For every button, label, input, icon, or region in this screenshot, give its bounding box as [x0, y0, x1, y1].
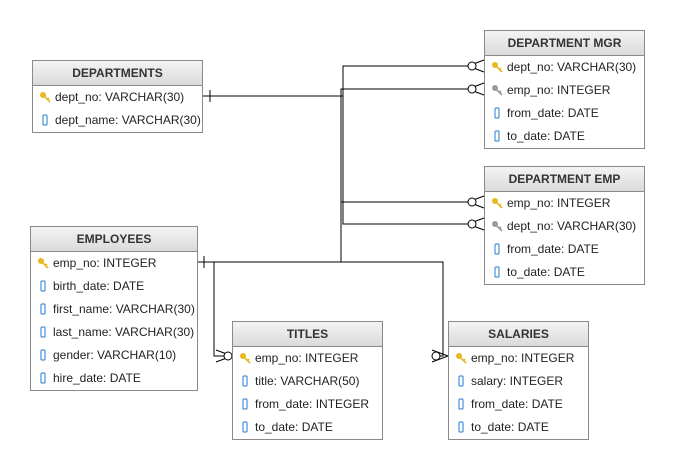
column-row[interactable]: first_name: VARCHAR(30)	[31, 298, 197, 321]
column-label: birth_date: DATE	[53, 279, 145, 293]
column-row[interactable]: emp_no: INTEGER	[31, 252, 197, 275]
table-employees[interactable]: EMPLOYEES emp_no: INTEGER birth_date: DAT…	[30, 226, 198, 391]
column-label: dept_name: VARCHAR(30)	[55, 113, 201, 127]
column-row[interactable]: to_date: DATE	[485, 125, 644, 148]
column-icon	[491, 130, 503, 142]
column-row[interactable]: hire_date: DATE	[31, 367, 197, 390]
table-salaries[interactable]: SALARIES emp_no: INTEGER salary: INTEGER f…	[448, 321, 589, 440]
column-icon	[37, 349, 49, 361]
table-department-mgr[interactable]: DEPARTMENT MGR dept_no: VARCHAR(30) emp_n…	[484, 30, 645, 149]
column-icon	[455, 375, 467, 387]
column-row[interactable]: to_date: DATE	[485, 261, 644, 284]
column-label: emp_no: INTEGER	[53, 256, 157, 270]
table-departments[interactable]: DEPARTMENTS dept_no: VARCHAR(30) dept_nam…	[32, 60, 203, 133]
optional-marker	[467, 84, 477, 94]
column-row[interactable]: from_date: DATE	[485, 102, 644, 125]
table-title: DEPARTMENT EMP	[485, 167, 644, 192]
column-row[interactable]: salary: INTEGER	[449, 370, 588, 393]
column-label: gender: VARCHAR(10)	[53, 348, 177, 362]
key-icon	[491, 61, 503, 73]
column-row[interactable]: to_date: DATE	[449, 416, 588, 439]
column-row[interactable]: dept_name: VARCHAR(30)	[33, 109, 202, 132]
key-icon	[491, 197, 503, 209]
optional-marker	[431, 351, 441, 361]
column-row[interactable]: dept_no: VARCHAR(30)	[485, 56, 644, 79]
optional-marker	[223, 351, 233, 361]
column-row[interactable]: emp_no: INTEGER	[485, 79, 644, 102]
column-icon	[491, 107, 503, 119]
column-icon	[491, 266, 503, 278]
many-marker	[431, 349, 449, 363]
key-icon	[455, 352, 467, 364]
rel-departments-deptmgr	[202, 65, 468, 97]
column-label: emp_no: INTEGER	[507, 196, 611, 210]
column-label: title: VARCHAR(50)	[255, 374, 360, 388]
column-label: from_date: INTEGER	[255, 397, 370, 411]
column-icon	[37, 326, 49, 338]
column-icon	[37, 280, 49, 292]
optional-marker	[467, 61, 477, 71]
key-icon	[39, 91, 51, 103]
optional-marker	[467, 197, 477, 207]
column-label: from_date: DATE	[507, 106, 599, 120]
column-icon	[239, 421, 251, 433]
table-title: EMPLOYEES	[31, 227, 197, 252]
column-label: first_name: VARCHAR(30)	[53, 302, 195, 316]
column-icon	[37, 303, 49, 315]
column-label: to_date: DATE	[507, 129, 585, 143]
column-row[interactable]: from_date: DATE	[449, 393, 588, 416]
column-row[interactable]: last_name: VARCHAR(30)	[31, 321, 197, 344]
column-label: last_name: VARCHAR(30)	[53, 325, 195, 339]
column-label: from_date: DATE	[507, 242, 599, 256]
column-row[interactable]: birth_date: DATE	[31, 275, 197, 298]
rel-employees-deptmgr	[197, 88, 468, 263]
column-label: dept_no: VARCHAR(30)	[507, 219, 637, 233]
column-icon	[37, 372, 49, 384]
column-row[interactable]: from_date: INTEGER	[233, 393, 382, 416]
column-label: emp_no: INTEGER	[471, 351, 575, 365]
table-department-emp[interactable]: DEPARTMENT EMP emp_no: INTEGER dept_no: V…	[484, 166, 645, 285]
column-row[interactable]: dept_no: VARCHAR(30)	[485, 215, 644, 238]
column-row[interactable]: gender: VARCHAR(10)	[31, 344, 197, 367]
column-label: salary: INTEGER	[471, 374, 564, 388]
column-label: to_date: DATE	[471, 420, 549, 434]
table-titles[interactable]: TITLES emp_no: INTEGER title: VARCHAR(50)…	[232, 321, 383, 440]
column-label: hire_date: DATE	[53, 371, 141, 385]
column-icon	[455, 421, 467, 433]
column-label: dept_no: VARCHAR(30)	[55, 90, 185, 104]
table-title: TITLES	[233, 322, 382, 347]
column-icon	[455, 398, 467, 410]
column-label: dept_no: VARCHAR(30)	[507, 60, 637, 74]
column-icon	[491, 243, 503, 255]
column-icon	[39, 114, 51, 126]
table-title: SALARIES	[449, 322, 588, 347]
optional-marker	[467, 219, 477, 229]
column-row[interactable]: to_date: DATE	[233, 416, 382, 439]
column-label: emp_no: INTEGER	[255, 351, 359, 365]
table-title: DEPARTMENTS	[33, 61, 202, 86]
column-row[interactable]: from_date: DATE	[485, 238, 644, 261]
foreign-key-icon	[491, 84, 503, 96]
rel-departments-deptemp	[342, 96, 468, 225]
column-row[interactable]: emp_no: INTEGER	[485, 192, 644, 215]
rel-employees-titles	[213, 262, 224, 357]
column-label: emp_no: INTEGER	[507, 83, 611, 97]
foreign-key-icon	[491, 220, 503, 232]
column-label: to_date: DATE	[507, 265, 585, 279]
key-icon	[239, 352, 251, 364]
column-label: to_date: DATE	[255, 420, 333, 434]
column-row[interactable]: emp_no: INTEGER	[449, 347, 588, 370]
column-row[interactable]: emp_no: INTEGER	[233, 347, 382, 370]
column-row[interactable]: title: VARCHAR(50)	[233, 370, 382, 393]
column-row[interactable]: dept_no: VARCHAR(30)	[33, 86, 202, 109]
column-icon	[239, 398, 251, 410]
table-title: DEPARTMENT MGR	[485, 31, 644, 56]
column-label: from_date: DATE	[471, 397, 563, 411]
key-icon	[37, 257, 49, 269]
column-icon	[239, 375, 251, 387]
